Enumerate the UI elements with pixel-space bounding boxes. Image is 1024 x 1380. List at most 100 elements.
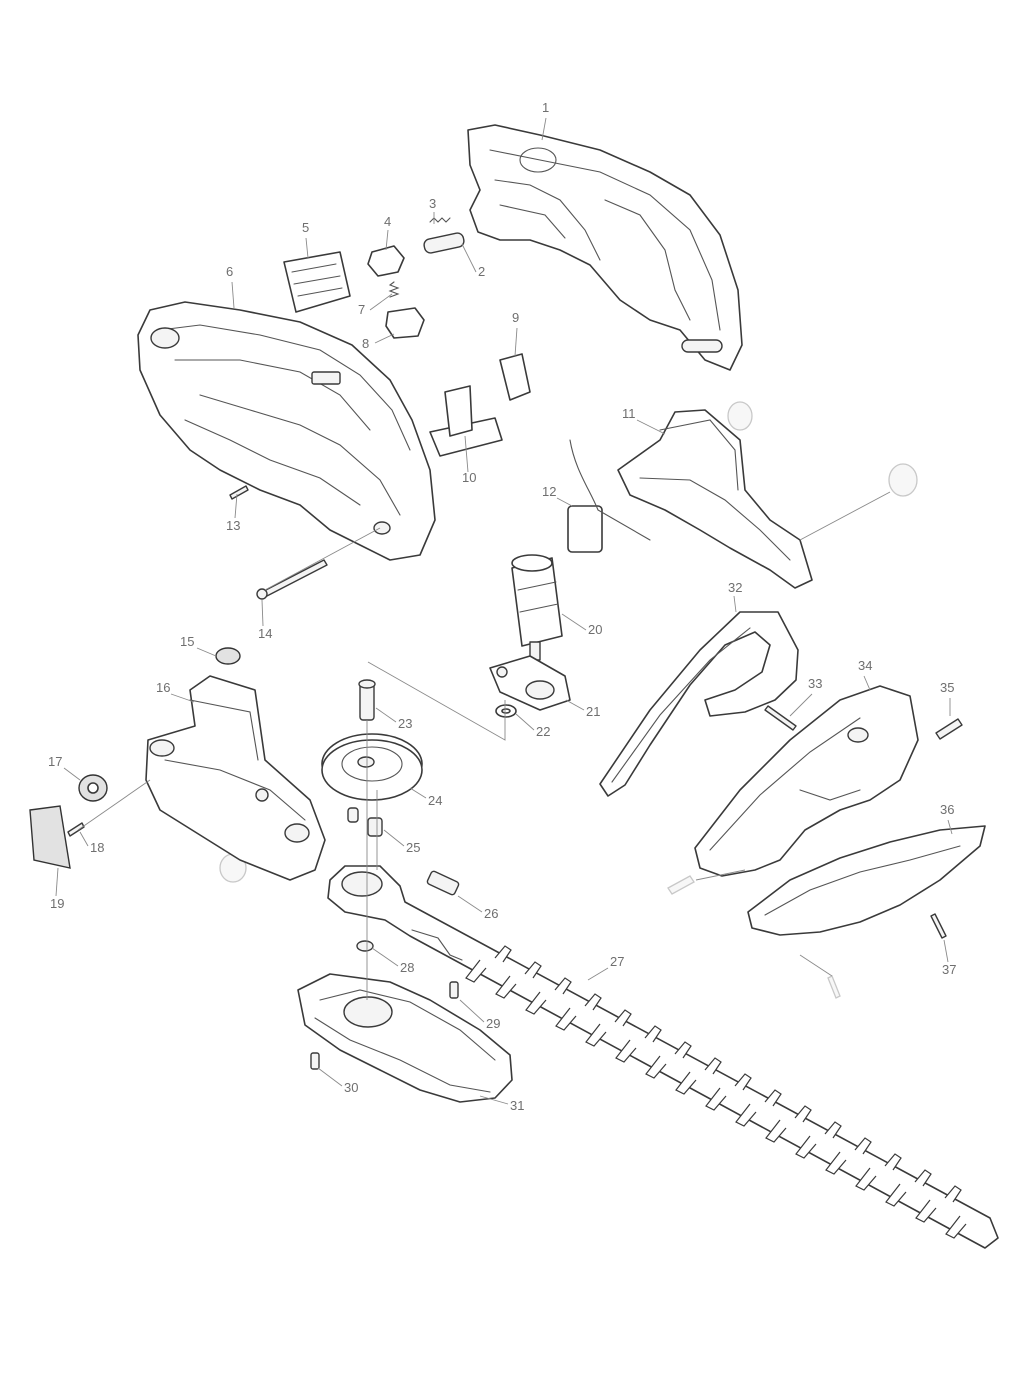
part-7-spring[interactable]	[388, 281, 400, 298]
callout-leader-18	[79, 831, 89, 847]
ghost-screw-b	[827, 975, 841, 999]
callout-19: 19	[50, 896, 64, 911]
part-29-screw[interactable]	[449, 981, 459, 999]
callout-leader-29	[459, 999, 485, 1023]
part-36-blade-guard[interactable]	[747, 825, 986, 936]
callout-leader-6	[231, 281, 235, 309]
callout-leader-37	[943, 939, 949, 963]
part-33-pin[interactable]	[764, 705, 797, 731]
part-5-controller[interactable]	[283, 251, 351, 313]
callout-13: 13	[226, 518, 240, 533]
callout-labels: 1234567891011121314151617181920212223242…	[48, 100, 956, 1113]
part-37-screw[interactable]	[930, 913, 947, 939]
callout-24: 24	[428, 793, 442, 808]
part-3-spring[interactable]	[429, 217, 451, 223]
part-6-housing-left[interactable]	[137, 301, 436, 561]
part-20-motor[interactable]	[511, 554, 563, 661]
callout-5: 5	[302, 220, 309, 235]
part-31-gear-cover[interactable]	[297, 973, 513, 1103]
part-18-screw[interactable]	[67, 822, 85, 837]
callout-leader-15	[196, 647, 217, 657]
assembly-lines	[77, 491, 891, 1000]
callout-1: 1	[542, 100, 549, 115]
callout-leader-20	[561, 613, 587, 631]
part-23-shaft[interactable]	[358, 679, 376, 721]
callout-9: 9	[512, 310, 519, 325]
callout-4: 4	[384, 214, 391, 229]
part-13-screw[interactable]	[229, 485, 249, 500]
callout-21: 21	[586, 704, 600, 719]
part-24-gear[interactable]	[321, 733, 423, 801]
callout-2: 2	[478, 264, 485, 279]
callout-leader-4	[385, 229, 389, 251]
callout-33: 33	[808, 676, 822, 691]
part-9-terminal[interactable]	[499, 353, 531, 401]
part-22-washer[interactable]	[495, 704, 517, 718]
callout-leader-8	[374, 333, 395, 344]
callout-leader-27	[587, 967, 609, 981]
callout-20: 20	[588, 622, 602, 637]
callout-leader-31	[479, 1095, 509, 1105]
callout-8: 8	[362, 336, 369, 351]
callout-leader-26	[457, 895, 483, 913]
callout-leader-7	[369, 293, 393, 311]
callout-34: 34	[858, 658, 872, 673]
callout-leader-36	[947, 819, 953, 835]
callout-leader-33	[789, 693, 813, 717]
part-11-motor-housing[interactable]	[617, 409, 813, 589]
callout-29: 29	[486, 1016, 500, 1031]
callout-35: 35	[940, 680, 954, 695]
callout-6: 6	[226, 264, 233, 279]
callout-11: 11	[622, 406, 636, 421]
callout-leader-32	[733, 595, 737, 613]
callout-leader-25	[383, 829, 405, 847]
callout-leader-9	[514, 327, 518, 357]
callout-leader-2	[461, 243, 477, 273]
part-32-front-handle[interactable]	[599, 611, 799, 797]
callout-25: 25	[406, 840, 420, 855]
part-27-blade-assembly[interactable]	[327, 865, 999, 1249]
callout-leader-28	[371, 947, 399, 967]
part-25-bushing[interactable]	[347, 807, 383, 837]
ghost-screw-a	[667, 875, 695, 895]
callout-7: 7	[358, 302, 365, 317]
callout-leader-19	[55, 867, 59, 897]
callout-leader-34	[863, 675, 871, 691]
part-2-switch-bar[interactable]	[423, 232, 465, 254]
callout-leader-1	[541, 117, 547, 141]
part-28-washer[interactable]	[356, 940, 374, 952]
callout-leader-30	[317, 1067, 343, 1087]
part-35-bolt[interactable]	[935, 718, 963, 740]
part-16-gear-housing[interactable]	[145, 675, 326, 881]
part-4-switch[interactable]	[367, 245, 405, 277]
callout-31: 31	[510, 1098, 524, 1113]
part-8-lock-button[interactable]	[385, 307, 425, 339]
callout-16: 16	[156, 680, 170, 695]
part-14-long-bolt[interactable]	[256, 559, 328, 600]
part-15-washer[interactable]	[215, 647, 241, 665]
callout-leader-17	[63, 767, 81, 781]
part-26-spacer[interactable]	[426, 870, 460, 896]
part-12-lead-assembly[interactable]	[567, 439, 651, 553]
callout-37: 37	[942, 962, 956, 977]
callout-leader-23	[375, 707, 397, 723]
callout-18: 18	[90, 840, 104, 855]
part-30-screw[interactable]	[310, 1052, 320, 1070]
rubber-grommet-b	[888, 463, 918, 497]
part-17-cap[interactable]	[78, 774, 108, 802]
part-10-battery-terminal[interactable]	[429, 385, 503, 457]
part-34-guard[interactable]	[694, 685, 919, 877]
callout-leader-21	[565, 699, 585, 711]
callout-22: 22	[536, 724, 550, 739]
part-21-motor-bracket[interactable]	[489, 655, 571, 711]
callout-32: 32	[728, 580, 742, 595]
callout-leader-22	[515, 713, 535, 731]
callout-28: 28	[400, 960, 414, 975]
callout-26: 26	[484, 906, 498, 921]
part-1-housing-right[interactable]	[467, 124, 743, 371]
callout-14: 14	[258, 626, 272, 641]
callout-leader-10	[464, 435, 469, 473]
part-19-nameplate[interactable]	[29, 805, 71, 869]
callout-leader-16	[170, 693, 195, 703]
blade-teeth	[465, 945, 967, 1239]
